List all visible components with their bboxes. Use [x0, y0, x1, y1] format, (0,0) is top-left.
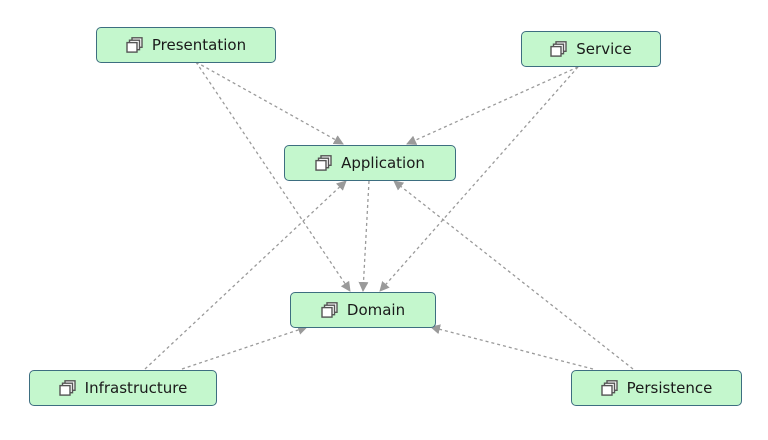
node-presentation[interactable]: Presentation [96, 27, 276, 63]
package-icon [321, 302, 338, 318]
edge-infrastructure-application [144, 180, 347, 370]
node-persistence[interactable]: Persistence [571, 370, 742, 406]
edge-service-domain [379, 66, 579, 292]
node-application[interactable]: Application [284, 145, 456, 181]
node-label: Presentation [151, 36, 247, 54]
edge-persistence-domain [430, 324, 594, 370]
package-icon [58, 380, 76, 396]
package-icon [315, 155, 332, 171]
node-label: Persistence [626, 379, 713, 397]
package-icon [126, 37, 143, 53]
node-infrastructure[interactable]: Infrastructure [29, 370, 217, 406]
edge-application-domain [358, 180, 370, 292]
package-icon [550, 41, 567, 57]
edge-presentation-application [195, 61, 344, 145]
edge-presentation-domain [195, 61, 351, 292]
edge-service-application [406, 66, 579, 145]
node-label: Service [576, 40, 632, 58]
package-icon [600, 380, 618, 396]
node-label: Infrastructure [84, 379, 188, 397]
node-service[interactable]: Service [521, 31, 661, 67]
edge-persistence-application [393, 180, 634, 370]
edge-infrastructure-domain [181, 325, 308, 370]
node-domain[interactable]: Domain [290, 292, 436, 328]
node-label: Application [341, 154, 425, 172]
node-label: Domain [346, 301, 406, 319]
